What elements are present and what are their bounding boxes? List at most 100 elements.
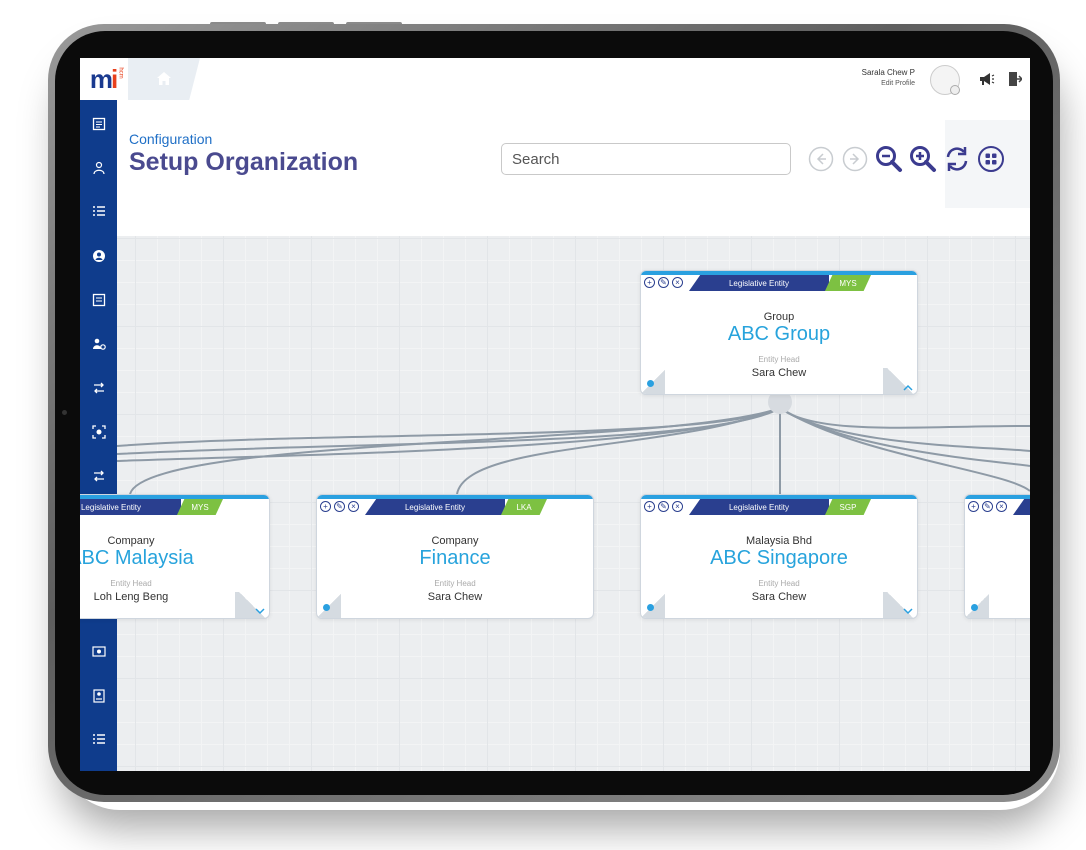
sidebar [80,100,117,771]
node-status-icon [965,594,989,618]
node-type: Group [763,311,795,323]
country-code-tag: LKA [501,499,547,515]
announcement-button[interactable] [978,70,996,88]
id-card-icon [92,689,105,703]
entity-head-name: Sara Chew [751,591,807,603]
back-button[interactable] [807,145,835,173]
avatar-status-icon [950,85,960,95]
org-chart-icon [92,161,105,175]
sidebar-item-list[interactable] [80,198,117,226]
node-header: + ✎ × Legislative Entity MYS [641,275,917,291]
home-tab[interactable] [128,58,200,100]
expand-toggle[interactable] [235,592,269,618]
node-status-icon [641,370,665,394]
sidebar-item-id-card[interactable] [80,682,117,710]
node-name: ABC Group [727,323,831,345]
list-icon [92,206,105,216]
node-actions: + ✎ × [644,501,683,512]
node-header: + ✎ × Legislative Entity LKA [317,499,593,515]
people-settings-icon [92,338,106,350]
add-icon[interactable]: + [320,501,331,512]
node-actions: + ✎ × [968,501,1007,512]
add-icon[interactable]: + [968,501,979,512]
grid-view-button[interactable] [977,145,1005,173]
search-input[interactable] [501,143,791,175]
org-node-partial[interactable]: + ✎ × [964,494,1030,619]
org-node-abc-singapore[interactable]: + ✎ × Legislative Entity SGP Malaysia Bh… [640,494,918,619]
arrow-left-circle-icon [808,146,834,172]
logo-subtitle: hcm [117,67,124,79]
entity-tag: Legislative Entity [689,275,829,291]
sidebar-item-settings-card[interactable] [80,638,117,666]
node-accent-bar [965,495,1030,499]
expand-toggle[interactable] [883,592,917,618]
sidebar-item-profile[interactable] [80,242,117,270]
edit-profile-link[interactable]: Edit Profile [881,80,915,87]
sidebar-item-transfer-alt[interactable] [80,462,117,490]
document-icon [92,117,105,131]
sidebar-item-org-chart[interactable] [80,154,117,182]
entity-head-label: Entity Head [434,579,476,588]
node-header: + ✎ × Legislative Entity SGP [641,499,917,515]
entity-head-label: Entity Head [758,579,800,588]
close-icon[interactable]: × [348,501,359,512]
forward-button[interactable] [841,145,869,173]
refresh-icon [946,147,968,171]
camera [62,410,67,415]
collapse-toggle[interactable] [883,368,917,394]
close-icon[interactable]: × [996,501,1007,512]
avatar[interactable] [930,65,960,95]
sidebar-item-list-alt[interactable] [80,726,117,754]
node-accent-bar [641,271,917,275]
logout-button[interactable] [1006,70,1024,88]
home-icon [157,72,171,85]
scan-icon [91,425,106,439]
sidebar-item-people-settings[interactable] [80,330,117,358]
close-icon[interactable]: × [672,501,683,512]
logo-letter-i: i [110,63,119,94]
add-icon[interactable]: + [644,501,655,512]
entity-head-label: Entity Head [110,579,152,588]
close-icon[interactable]: × [672,277,683,288]
org-node-abc-malaysia[interactable]: + ✎ × Legislative Entity MYS Company ABC… [80,494,270,619]
node-type: Company [107,535,155,547]
logo-letter-m: m [89,63,113,94]
edit-icon[interactable]: ✎ [658,501,669,512]
org-node-abc-group[interactable]: + ✎ × Legislative Entity MYS Group ABC G… [640,270,918,395]
logout-icon [1009,72,1022,86]
org-chart-canvas[interactable]: + ✎ × Legislative Entity MYS Group ABC G… [80,236,1030,771]
refresh-button[interactable] [943,145,971,173]
node-actions: + ✎ × [320,501,359,512]
sidebar-item-form[interactable] [80,286,117,314]
zoom-in-button[interactable] [909,145,937,173]
org-chart-links [117,390,1030,495]
user-name: Sarala Chew P [861,68,915,77]
node-type: Malaysia Bhd [745,535,813,547]
node-status-icon [317,594,341,618]
add-icon[interactable]: + [644,277,655,288]
transfer-icon [93,382,104,394]
node-accent-bar [317,495,593,499]
zoom-in-icon [910,146,936,172]
node-header: + ✎ × [965,499,1030,515]
edit-icon[interactable]: ✎ [658,277,669,288]
entity-head-label: Entity Head [758,355,800,364]
sidebar-item-scan[interactable] [80,418,117,446]
sidebar-item-transfer[interactable] [80,374,117,402]
chevron-down-icon [255,608,265,615]
node-name: ABC Malaysia [80,547,194,569]
zoom-out-button[interactable] [875,145,903,173]
edit-icon[interactable]: ✎ [334,501,345,512]
org-node-finance[interactable]: + ✎ × Legislative Entity LKA Company Fin… [316,494,594,619]
node-accent-bar [641,495,917,499]
node-header: + ✎ × Legislative Entity MYS [80,499,269,515]
entity-tag: Legislative Entity [689,499,829,515]
list-alt-icon [92,734,105,744]
breadcrumb[interactable]: Configuration [129,131,213,147]
sidebar-item-document[interactable] [80,110,117,138]
entity-tag: Legislative Entity [365,499,505,515]
entity-head-name: Loh Leng Beng [93,591,169,603]
edit-icon[interactable]: ✎ [982,501,993,512]
